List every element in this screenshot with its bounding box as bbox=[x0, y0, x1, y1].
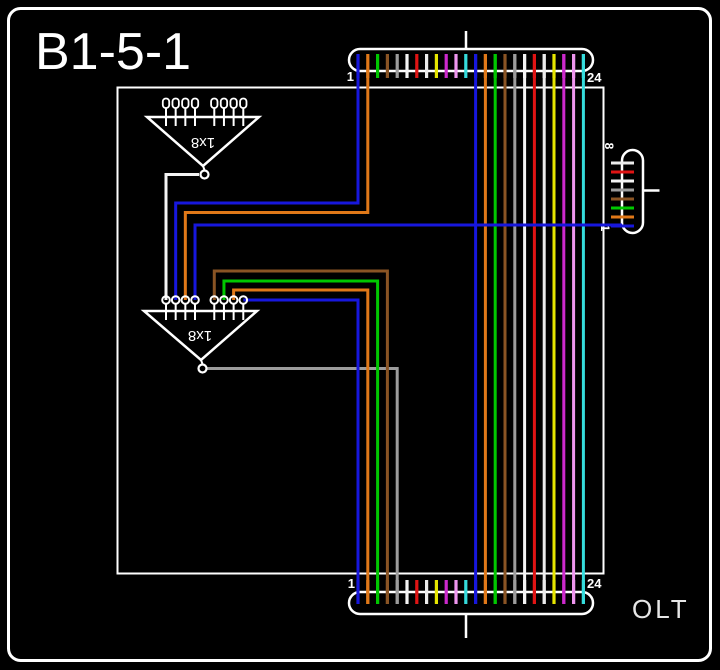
splitter-upper-common-node bbox=[199, 169, 210, 180]
top-connector-last-label: 24 bbox=[587, 70, 602, 85]
splitter-lower-label: 1x8 bbox=[188, 327, 212, 344]
inner-frame bbox=[116, 86, 605, 575]
lower-port-terminal-7 bbox=[228, 295, 239, 305]
splitter-upper-common-stem bbox=[202, 165, 206, 171]
splitter-upper-label: 1x8 bbox=[191, 134, 215, 151]
top-cable-connector bbox=[347, 47, 595, 73]
wire-bottom-fiber-3-to-lower-splitter-port-6 bbox=[222, 279, 380, 604]
upper-port-terminal-8 bbox=[239, 97, 248, 109]
upper-port-terminal-5 bbox=[210, 97, 219, 109]
splitter-upper-ports bbox=[161, 97, 248, 126]
wire-bottom-fiber-2-to-lower-splitter-port-7 bbox=[232, 288, 370, 604]
splitter-lower-common-stem bbox=[200, 359, 204, 365]
bottom-connector-first-label: 1 bbox=[348, 576, 355, 591]
upper-port-terminal-3 bbox=[181, 97, 190, 109]
right-connector-bottom-label: 1 bbox=[598, 225, 612, 232]
right-connector-top-label: 8 bbox=[602, 143, 616, 150]
lower-port-terminal-3 bbox=[180, 295, 191, 305]
right-connector-fiber-ticks bbox=[611, 161, 634, 228]
wire-top-fiber-1-to-lower-splitter-port-2 bbox=[174, 70, 360, 300]
top-connector-first-label: 1 bbox=[347, 69, 354, 84]
wire-upper-splitter-common-to-lower-splitter-port-1 bbox=[164, 173, 199, 300]
bottom-connector-last-label: 24 bbox=[587, 576, 602, 591]
wire-top-fiber-2-to-lower-splitter-port-3 bbox=[183, 70, 370, 300]
outer-border bbox=[7, 7, 712, 662]
bottom-connector-fiber-ticks bbox=[356, 580, 586, 604]
lower-port-terminal-5 bbox=[209, 295, 220, 305]
wire-bottom-fiber-1-to-lower-splitter-port-8 bbox=[243, 298, 360, 604]
upper-port-terminal-2 bbox=[171, 97, 180, 109]
splitter-upper-body bbox=[143, 115, 263, 168]
lower-port-terminal-4 bbox=[190, 295, 200, 305]
lower-port-terminal-6 bbox=[219, 295, 229, 305]
page-title: B1-5-1 bbox=[35, 23, 191, 81]
splitter-lower-body bbox=[140, 309, 261, 362]
upper-port-terminal-4 bbox=[190, 97, 200, 109]
top-connector-fiber-ticks bbox=[356, 54, 586, 78]
wire-lower-splitter-common-to-bottom-fiber-5 bbox=[207, 367, 399, 604]
olt-label: OLT bbox=[632, 594, 690, 624]
lower-port-terminal-8 bbox=[238, 295, 249, 305]
splitter-lower-common-node bbox=[197, 363, 208, 374]
patch-wires bbox=[164, 70, 622, 604]
upper-port-terminal-7 bbox=[229, 97, 238, 109]
wire-bottom-fiber-4-to-lower-splitter-port-5 bbox=[212, 269, 389, 604]
bottom-cable-connector bbox=[347, 590, 595, 616]
lower-port-terminal-2 bbox=[170, 295, 181, 305]
wire-right-fiber-1-to-lower-splitter-port-4 bbox=[193, 223, 622, 300]
trunk-fibers bbox=[474, 54, 585, 604]
splitter-lower-ports bbox=[161, 295, 249, 320]
upper-port-terminal-1 bbox=[161, 97, 171, 109]
lower-port-terminal-1 bbox=[161, 295, 171, 305]
upper-port-terminal-6 bbox=[219, 97, 229, 109]
